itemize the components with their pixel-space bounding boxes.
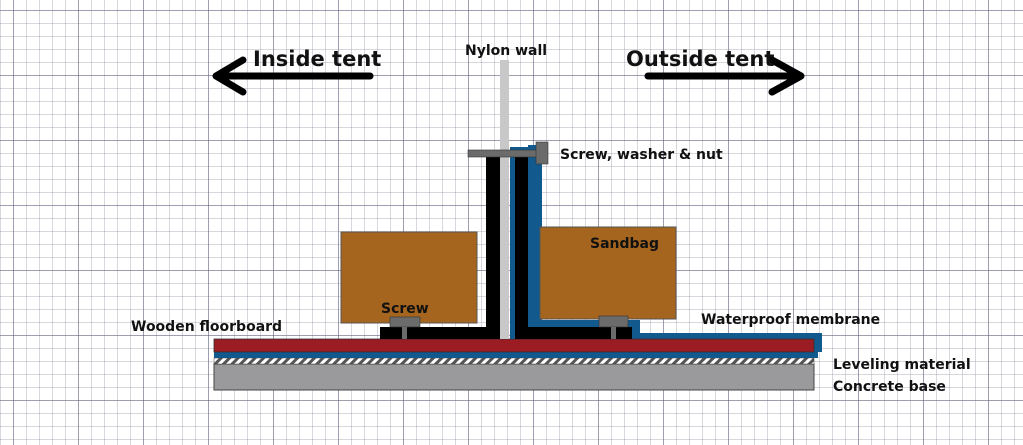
- label-wooden-floorboard: Wooden floorboard: [131, 319, 282, 335]
- label-waterproof-membrane: Waterproof membrane: [701, 312, 880, 328]
- floor-screw-outside-shaft: [611, 327, 616, 339]
- label-inside-tent: Inside tent: [253, 47, 381, 71]
- label-nylon-wall: Nylon wall: [465, 43, 547, 59]
- label-leveling-material: Leveling material: [833, 357, 971, 373]
- membrane-strip-inner: [510, 147, 515, 339]
- membrane-strip: [528, 145, 542, 320]
- top-screw: [467, 149, 547, 158]
- concrete-base: [213, 363, 815, 391]
- floor-screw-inside-head: [389, 316, 421, 328]
- label-concrete-base: Concrete base: [833, 379, 946, 395]
- sandbag-outside: [539, 226, 677, 320]
- leveling-material: [213, 357, 815, 365]
- top-nut: [535, 141, 549, 165]
- arrow-right-icon: [644, 56, 805, 96]
- bracket-inside: [380, 150, 500, 339]
- wooden-floorboard: [213, 338, 815, 353]
- label-screw: Screw: [381, 301, 429, 317]
- label-sandbag: Sandbag: [590, 236, 659, 252]
- floor-screw-outside-head: [598, 315, 629, 328]
- floor-screw-inside-shaft: [402, 327, 407, 339]
- label-outside-tent: Outside tent: [626, 47, 774, 71]
- bracket-outside: [515, 150, 632, 339]
- nylon-wall: [500, 60, 509, 339]
- sandbag-inside: [340, 231, 478, 324]
- membrane-under-floor: [214, 351, 818, 358]
- arrow-left-icon: [212, 56, 374, 96]
- label-screw-washer-nut: Screw, washer & nut: [560, 147, 723, 163]
